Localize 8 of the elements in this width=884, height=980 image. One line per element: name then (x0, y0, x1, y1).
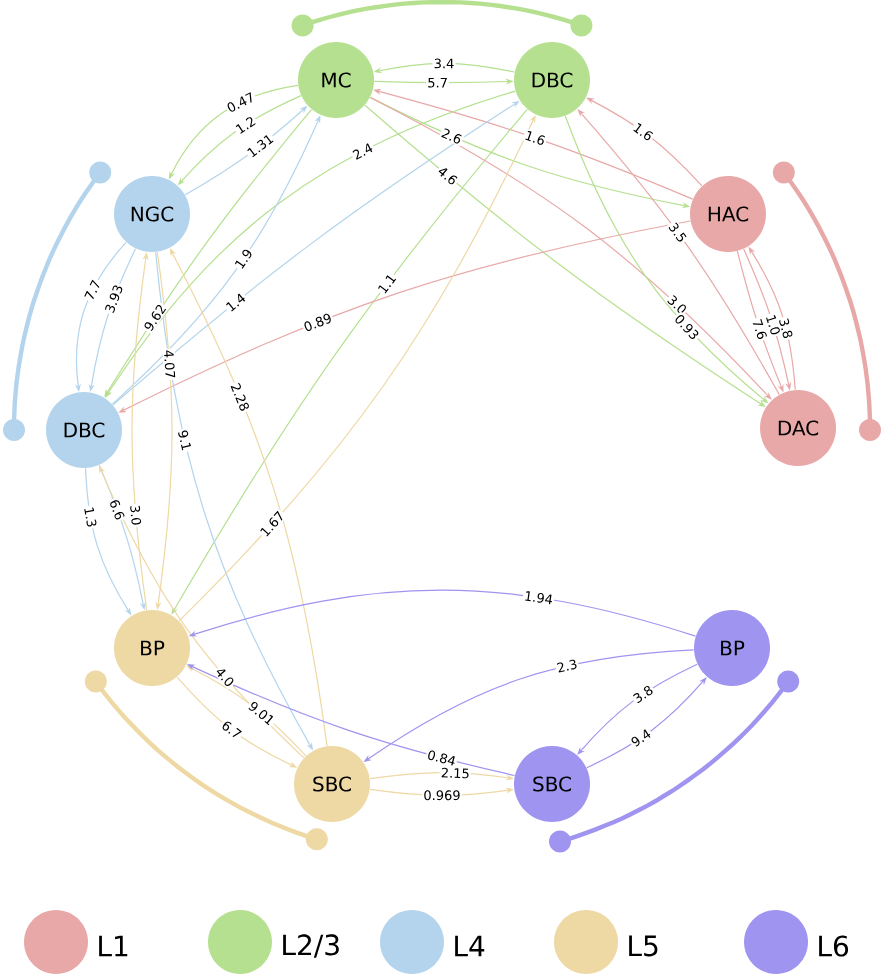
legend-label: L4 (455, 935, 485, 957)
legend-label: L6 (819, 935, 849, 957)
legend-label: L1 (99, 935, 128, 957)
arrow (169, 248, 328, 747)
legend-label: L5 (629, 935, 658, 957)
arrow (586, 677, 707, 769)
legend-label: L2/3 (283, 934, 339, 958)
arrow (577, 663, 698, 755)
